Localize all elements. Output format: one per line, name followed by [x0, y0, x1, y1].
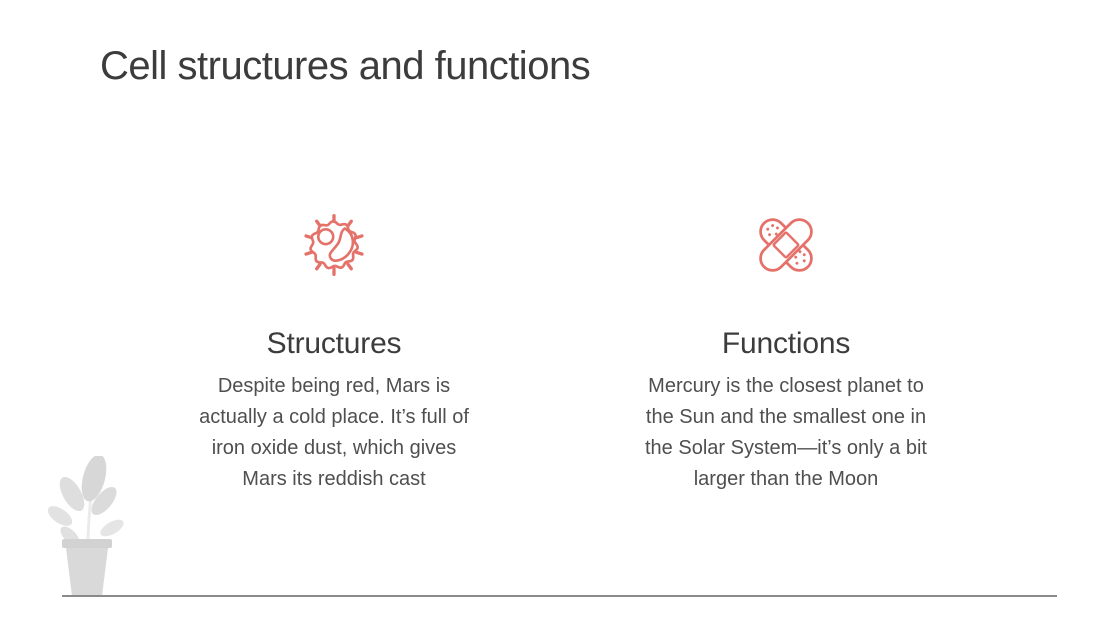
bandage-pad — [772, 231, 800, 259]
plant-leaf — [47, 506, 73, 526]
slide-title: Cell structures and functions — [100, 44, 591, 88]
column-structures: Structures Despite being red, Mars is ac… — [154, 202, 514, 495]
bandage-dots-right — [794, 250, 806, 265]
structures-heading: Structures — [266, 327, 402, 360]
structures-body-text: Despite being red, Mars is actually a co… — [199, 375, 469, 490]
plant-leaf — [81, 456, 107, 502]
virus-spikes — [304, 213, 364, 277]
virus-body-path — [309, 219, 359, 270]
bandage-dots-left — [766, 224, 779, 237]
bandage-cross-icon — [606, 202, 966, 293]
plant-leaf — [59, 476, 85, 512]
potted-plant-illustration — [47, 456, 124, 596]
plant-leaf — [100, 519, 124, 537]
virus-cell-icon — [154, 202, 514, 293]
plant-leaf — [91, 486, 117, 516]
virus-bean-shape — [328, 227, 355, 262]
plant-pot-body — [66, 548, 108, 596]
bandage-strip-front — [759, 218, 813, 272]
functions-heading: Functions — [721, 327, 851, 360]
column-functions: Functions Mercury is the closest planet … — [606, 202, 966, 495]
bottom-divider-line — [62, 595, 1057, 597]
functions-body-text: Mercury is the closest planet to the Sun… — [645, 375, 927, 490]
virus-nucleus-circle — [316, 227, 335, 246]
plant-pot-rim — [62, 539, 112, 548]
